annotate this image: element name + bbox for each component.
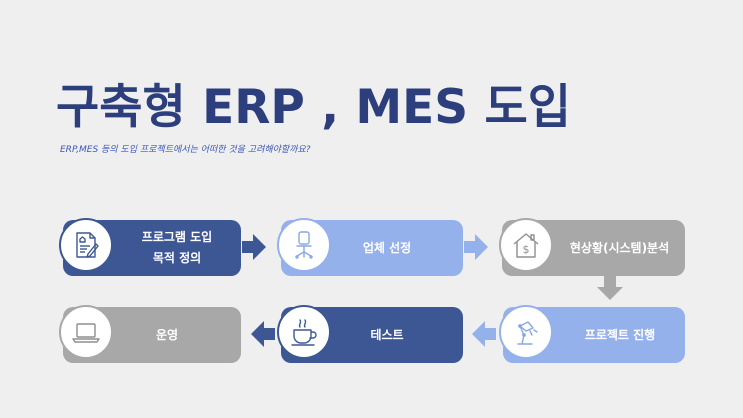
arrow-left-icon — [251, 321, 275, 347]
arrow-right-icon — [464, 234, 488, 260]
page-title: 구축형 ERP , MES 도입 — [56, 80, 571, 135]
arrow-down-icon — [597, 276, 623, 300]
step-label: 프로젝트 진행 — [584, 327, 656, 342]
coffee-cup-icon — [277, 305, 331, 359]
step-label: 현상황(시스템)분석 — [569, 240, 670, 255]
step-label: 프로그램 도입 목적 정의 — [141, 230, 213, 265]
arrow-right-icon — [242, 234, 266, 260]
page-subtitle: ERP,MES 등의 도입 프로젝트에서는 어떠한 것을 고려해야할까요? — [60, 145, 311, 155]
document-icon — [59, 218, 113, 272]
house-dollar-icon: $ — [499, 218, 553, 272]
laptop-icon — [59, 305, 113, 359]
arrow-left-icon — [472, 321, 496, 347]
step-label: 테스트 — [370, 327, 404, 342]
step-label: 업체 선정 — [362, 240, 412, 255]
svg-text:$: $ — [523, 243, 530, 256]
office-chair-icon — [277, 218, 331, 272]
desk-lamp-icon — [499, 305, 553, 359]
step-label: 운영 — [155, 327, 179, 342]
